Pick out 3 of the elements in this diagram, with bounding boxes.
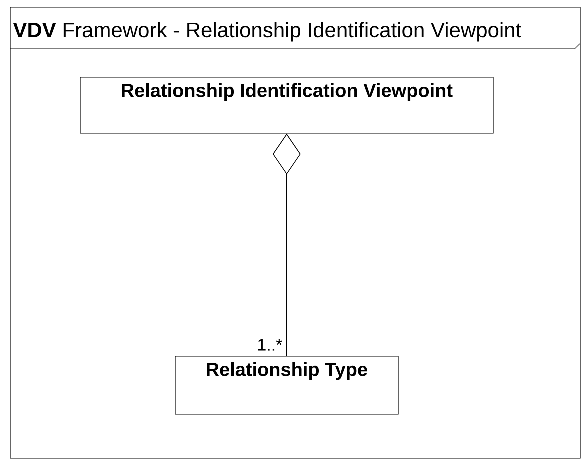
class-box: Relationship Type: [175, 356, 399, 415]
class-box: Relationship Identification Viewpoint: [80, 77, 494, 134]
multiplicity-label: 1..*: [258, 339, 282, 351]
